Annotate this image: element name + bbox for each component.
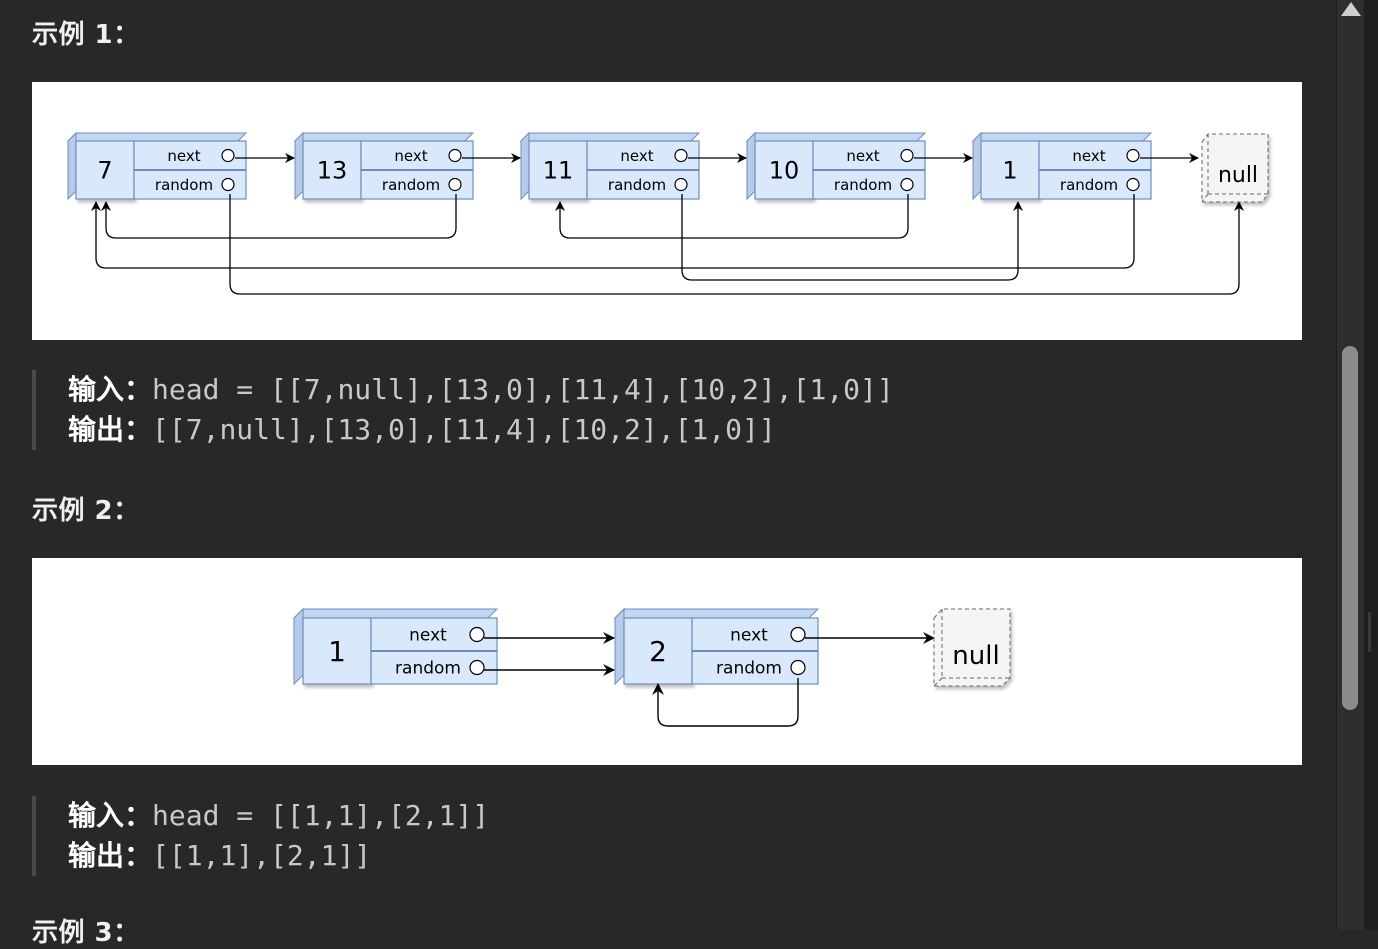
null-node: null [933, 608, 1011, 687]
resize-handle[interactable] [1368, 612, 1371, 652]
random-pointer [790, 659, 806, 676]
example-2-diagram: 1 next random 2 next random null [292, 607, 1011, 727]
list-node: 7 next random [66, 131, 248, 201]
next-pointer [221, 148, 235, 163]
null-label: null [1218, 163, 1258, 188]
random-field-label: random [382, 176, 440, 194]
vertical-scrollbar[interactable] [1336, 0, 1365, 930]
output-value: [[7,null],[13,0],[11,4],[10,2],[1,0]] [152, 413, 776, 446]
random-field-label: random [395, 658, 461, 678]
example-2-arrows [484, 632, 935, 727]
next-pointer [674, 148, 688, 163]
next-field-label: next [1072, 147, 1105, 165]
random-arrows [91, 194, 1244, 295]
random-field-label: random [155, 176, 213, 194]
random-pointer [900, 177, 914, 192]
random-pointer [469, 659, 485, 676]
node-value: 10 [769, 157, 800, 185]
panel-edge [1364, 0, 1378, 930]
next-pointer [790, 626, 806, 643]
next-pointer [448, 148, 462, 163]
input-value: head = [[1,1],[2,1]] [152, 799, 490, 832]
example-1-diagram: 7 next random 13 next random 11 next random 10 nex… [66, 131, 1269, 295]
random-pointer [674, 177, 688, 192]
random-field-label: random [608, 176, 666, 194]
list-node: 2 next random [613, 607, 820, 686]
next-pointer [1126, 148, 1140, 163]
random-pointer [221, 177, 235, 192]
next-field-label: next [846, 147, 879, 165]
node-value: 1 [1002, 157, 1017, 185]
example-1-io: 输入：head = [[7,null],[13,0],[11,4],[10,2]… [32, 370, 968, 450]
list-node: 10 next random [745, 131, 927, 201]
example-2-heading: 示例 2： [32, 496, 140, 526]
example-1-heading: 示例 1： [32, 20, 140, 50]
random-field-label: random [716, 658, 782, 678]
next-field-label: next [730, 625, 768, 645]
node-value: 1 [328, 635, 346, 668]
output-label: 输出： [68, 839, 153, 872]
random-pointer [1126, 177, 1140, 192]
list-node: 1 next random [292, 607, 499, 686]
next-field-label: next [167, 147, 200, 165]
list-node: 11 next random [519, 131, 701, 201]
example-2-io: 输入：head = [[1,1],[2,1]] 输出：[[1,1],[2,1]] [32, 796, 968, 876]
example-3-heading: 示例 3： [32, 918, 140, 948]
random-field-label: random [834, 176, 892, 194]
example-1-figure: 7 next random 13 next random 11 next random 10 nex… [32, 82, 1302, 340]
output-label: 输出： [68, 413, 153, 446]
node-value: 11 [543, 157, 574, 185]
output-value: [[1,1],[2,1]] [152, 839, 372, 872]
list-node: 13 next random [293, 131, 475, 201]
node-value: 2 [649, 635, 667, 668]
next-pointer [469, 626, 485, 643]
next-field-label: next [620, 147, 653, 165]
next-field-label: next [394, 147, 427, 165]
null-label: null [952, 641, 999, 671]
null-node: null [1201, 133, 1269, 203]
node-value: 7 [97, 157, 112, 185]
node-value: 13 [317, 157, 348, 185]
list-node: 1 next random [971, 131, 1153, 201]
next-pointer [900, 148, 914, 163]
next-field-label: next [409, 625, 447, 645]
random-pointer [448, 177, 462, 192]
random-field-label: random [1060, 176, 1118, 194]
input-value: head = [[7,null],[13,0],[11,4],[10,2],[1… [152, 373, 894, 406]
triangle-up-icon[interactable] [1341, 2, 1361, 16]
input-label: 输入： [68, 799, 153, 832]
input-label: 输入： [68, 373, 153, 406]
example-2-figure: 1 next random 2 next random null [32, 558, 1302, 765]
scroll-thumb[interactable] [1342, 346, 1358, 710]
